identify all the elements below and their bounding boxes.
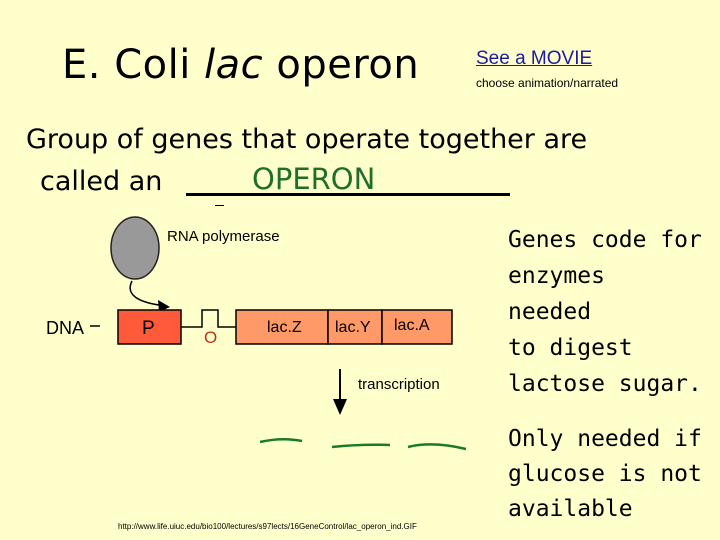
genes-note-line: Genes code for [508,227,702,253]
operator-label: O [204,328,217,347]
see-movie-link[interactable]: See a MOVIE [476,48,593,69]
condition-note-line: available [508,496,633,522]
genes-note-line: to digest [508,335,633,361]
genes-note: Genes code for enzymes needed to digest … [508,222,702,402]
operator-notch [181,309,236,328]
mrna-segment-2 [331,443,391,449]
genes-note-line: needed [508,299,592,325]
promoter-box [117,309,182,345]
lac-operon-diagram: RNA polymerase DNA P O lac.Z lac.Y lac.A… [46,216,467,451]
rna-polymerase-label: RNA polymerase [167,228,280,245]
genes-note-line: lactose sugar. [508,371,702,397]
transcription-arrow-head [333,399,347,415]
source-url: http://www.life.uiuc.edu/bio100/lectures… [118,522,417,531]
condition-note-line: Only needed if [508,426,702,452]
gene-label-lacz: lac.Z [267,319,302,336]
dna-label: DNA [46,318,84,338]
operon-answer: OPERON [252,162,376,196]
title-prefix: E. Coli [62,42,205,88]
gene-box-laca [381,309,453,345]
mrna-segment-3 [407,443,467,451]
rna-polymerase-shape [110,216,160,280]
binding-arrow-head [158,300,170,312]
title-italic: lac [204,42,264,88]
gene-label-lacy: lac.Y [335,319,371,336]
small-dash-mark [215,205,224,206]
title-suffix: operon [263,42,420,88]
mrna-segment-1 [259,438,303,444]
movie-subtitle: choose animation/narrated [476,76,619,90]
definition-line-1: Group of genes that operate together are [26,124,588,155]
gene-box-lacz [235,309,329,345]
condition-note-line: glucose is not [508,461,702,487]
gene-label-laca: lac.A [394,317,430,334]
slide-title: E. Coli lac operon [62,42,419,88]
promoter-label: P [142,318,155,339]
condition-note: Only needed if glucose is not available [508,422,702,527]
fill-in-blank-line [186,193,510,196]
transcription-label: transcription [358,376,440,393]
genes-note-line: enzymes [508,263,605,289]
gene-box-lacy [327,309,383,345]
definition-line-2: called an [40,166,163,197]
